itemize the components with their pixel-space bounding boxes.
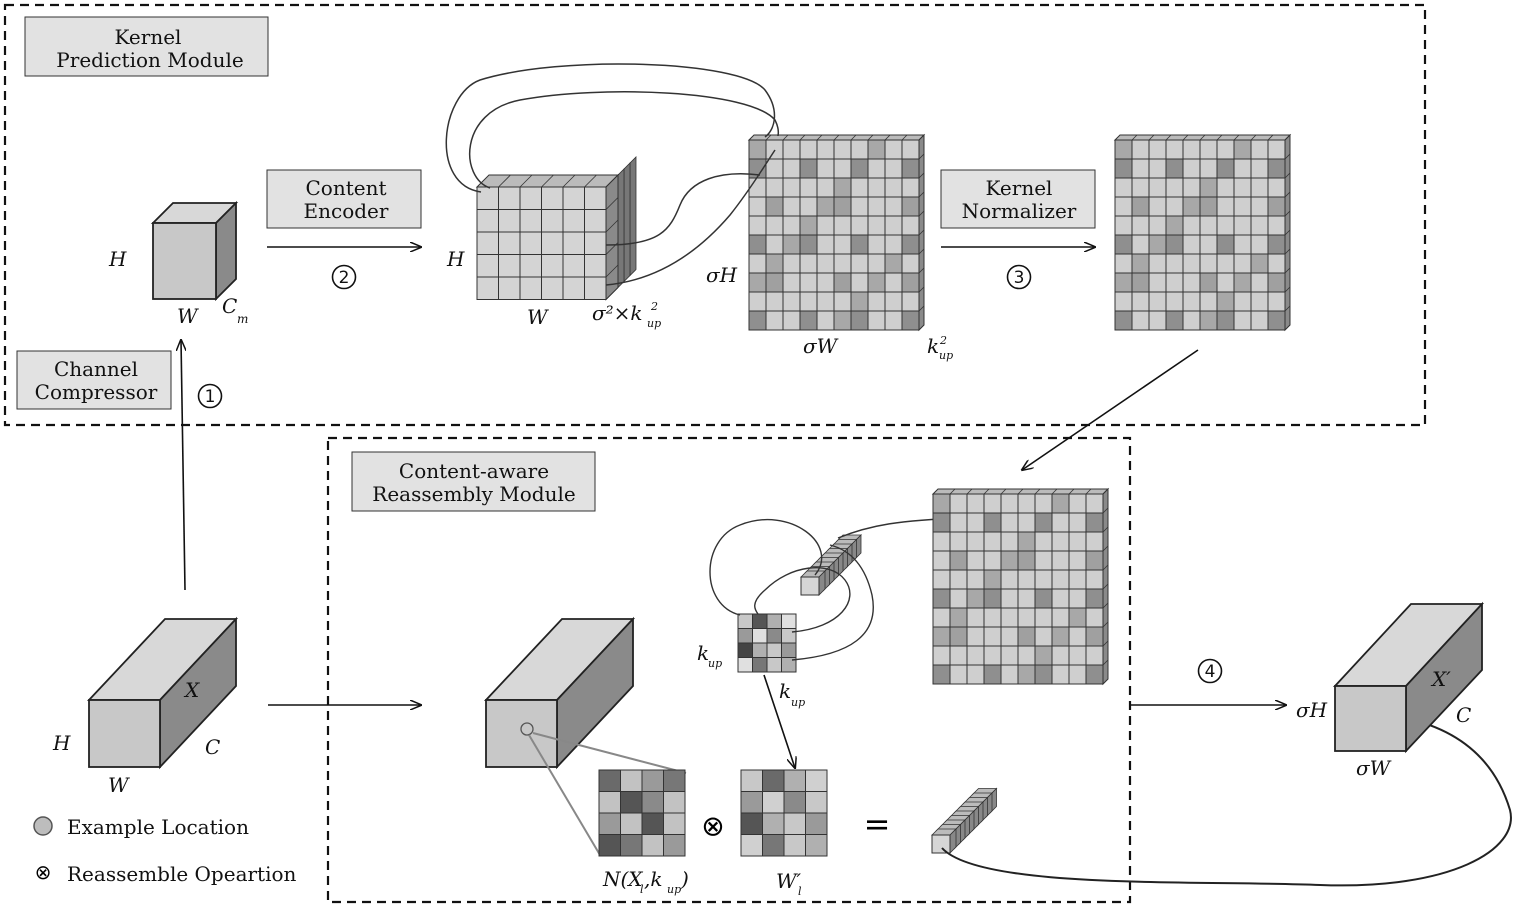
svg-text:4: 4	[1205, 662, 1216, 682]
arrow-compressor	[181, 340, 185, 591]
reassembly-kernel-map	[931, 487, 1110, 686]
label-cm: C	[222, 294, 237, 318]
content-aware-frame	[326, 436, 1132, 904]
svg-text:up: up	[647, 317, 661, 330]
svg-text:2: 2	[650, 300, 658, 313]
svg-text:up: up	[791, 696, 805, 709]
vector-links	[709, 517, 966, 661]
label-sigma-w-out: σW	[1356, 756, 1392, 780]
step-4: 4	[1197, 658, 1223, 684]
label-kup-bottom: k up	[779, 679, 805, 709]
channel-compressor-box: Channel Compressor	[16, 350, 172, 410]
kernel-weight-grid	[740, 769, 828, 857]
svg-text:k: k	[697, 641, 709, 665]
kup-kernel-grid	[737, 613, 797, 673]
svg-text:,k: ,k	[644, 867, 662, 891]
arrow-kup-to-weight	[763, 674, 795, 768]
reassemble-operator: ⊗	[701, 810, 724, 843]
kernel-map-grid	[747, 133, 926, 332]
svg-text:l: l	[640, 883, 644, 896]
label-w-prime: W′ l	[776, 869, 802, 898]
svg-text:Prediction Module: Prediction Module	[56, 48, 243, 72]
reassemble-operation-icon: ⊗	[35, 860, 52, 884]
label-n-expr: N(X l ,k up )	[602, 867, 689, 896]
encoder-kernel-links	[445, 63, 780, 286]
label-kup-left: k up	[697, 641, 722, 670]
label-sigma-w-kernel: σW	[803, 334, 839, 358]
svg-text:up: up	[939, 349, 953, 362]
example-location-icon	[33, 816, 53, 836]
svg-text:2: 2	[339, 268, 350, 288]
input-feature-map-x	[86, 616, 239, 770]
svg-text:Kernel: Kernel	[986, 176, 1053, 200]
step-3: 3	[1006, 264, 1032, 290]
compressed-cube	[150, 200, 239, 302]
kernel-vector	[800, 534, 862, 596]
svg-text:Content: Content	[305, 176, 386, 200]
label-sigma2-kup2: σ²×k 2 up	[592, 300, 661, 330]
svg-text:k: k	[779, 679, 791, 703]
output-vector	[931, 787, 998, 854]
content-aware-title: Content-aware Reassembly Module	[351, 451, 596, 512]
svg-text:Reassemble Opeartion: Reassemble Opeartion	[67, 862, 297, 886]
svg-text:Channel: Channel	[54, 357, 138, 381]
label-w-grid: W	[527, 305, 549, 329]
svg-text:): )	[680, 867, 689, 891]
label-h-small: H	[108, 247, 127, 271]
label-cm-sub: m	[237, 312, 248, 326]
arrow-to-reassembly	[1022, 349, 1199, 470]
label-c-input: C	[205, 735, 220, 759]
svg-text:W′: W′	[776, 869, 802, 893]
neighborhood-grid	[598, 769, 686, 857]
step-2: 2	[331, 264, 357, 290]
svg-text:2: 2	[939, 334, 947, 347]
svg-text:Example Location: Example Location	[67, 815, 249, 839]
label-c-out: C	[1456, 703, 1471, 727]
label-w-input: W	[108, 773, 130, 797]
svg-text:1: 1	[205, 387, 216, 407]
normalized-kernel-grid	[1113, 133, 1292, 332]
kernel-prediction-title: Kernel Prediction Module	[24, 16, 269, 77]
output-feature-map	[1332, 601, 1485, 754]
svg-text:Content-aware: Content-aware	[399, 459, 549, 483]
output-link	[941, 717, 1512, 887]
label-sigma-h-out: σH	[1296, 698, 1328, 722]
content-encoder-box: Content Encoder	[266, 169, 422, 229]
label-kup2-kernel: k 2 up	[927, 334, 953, 362]
svg-text:Normalizer: Normalizer	[962, 199, 1077, 223]
svg-text:3: 3	[1014, 268, 1025, 288]
svg-text:up: up	[667, 883, 681, 896]
label-x: X	[183, 678, 200, 702]
kernel-prediction-frame	[3, 3, 1427, 427]
label-x-prime: X′	[1430, 667, 1451, 691]
svg-text:Reassembly Module: Reassembly Module	[372, 482, 575, 506]
equals-sign: =	[864, 805, 891, 843]
label-sigma-h-kernel: σH	[706, 263, 738, 287]
svg-text:k: k	[927, 334, 939, 358]
label-h-input: H	[52, 731, 71, 755]
legend: Example Location ⊗ Reassemble Opeartion	[33, 815, 297, 886]
svg-text:l: l	[798, 885, 802, 898]
label-h-grid: H	[446, 247, 465, 271]
svg-text:up: up	[708, 657, 722, 670]
encoded-grid-cube	[475, 156, 637, 301]
label-w-small: W	[177, 304, 199, 328]
step-1: 1	[197, 383, 223, 409]
svg-text:σ²×k: σ²×k	[592, 301, 643, 325]
kernel-normalizer-box: Kernel Normalizer	[940, 169, 1096, 229]
svg-text:N(X: N(X	[602, 867, 643, 891]
reassembly-feature-map	[483, 616, 687, 856]
svg-text:Compressor: Compressor	[35, 380, 158, 404]
svg-text:Encoder: Encoder	[304, 199, 389, 223]
svg-text:Kernel: Kernel	[115, 25, 182, 49]
